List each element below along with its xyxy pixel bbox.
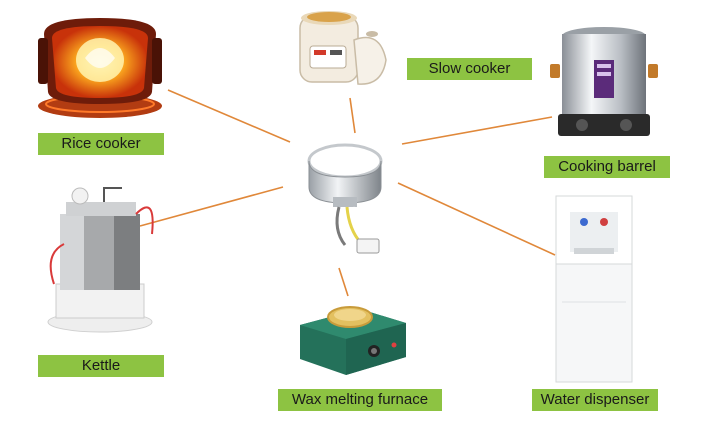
connector-slow-cooker <box>349 97 356 134</box>
connector-kettle <box>139 186 284 227</box>
connector-rice-cooker <box>167 89 291 143</box>
label-slow-cooker: Slow cooker <box>407 58 532 80</box>
connector-wax-furnace <box>338 267 349 297</box>
label-wax-melting-furnace: Wax melting furnace <box>278 389 442 411</box>
rice-cooker-icon <box>38 18 162 118</box>
connector-cooking-barrel <box>401 116 553 145</box>
cooking-barrel-icon <box>550 27 658 136</box>
slow-cooker-icon <box>299 11 387 85</box>
kettle-icon <box>47 187 154 333</box>
label-rice-cooker: Rice cooker <box>38 133 164 155</box>
label-cooking-barrel: Cooking barrel <box>544 156 670 178</box>
label-kettle: Kettle <box>38 355 164 377</box>
wax-furnace-icon <box>300 306 406 375</box>
connector-water-dispenser <box>397 182 556 256</box>
water-dispenser-icon <box>555 195 633 383</box>
label-water-dispenser: Water dispenser <box>532 389 658 411</box>
band-heater-icon <box>307 143 383 254</box>
